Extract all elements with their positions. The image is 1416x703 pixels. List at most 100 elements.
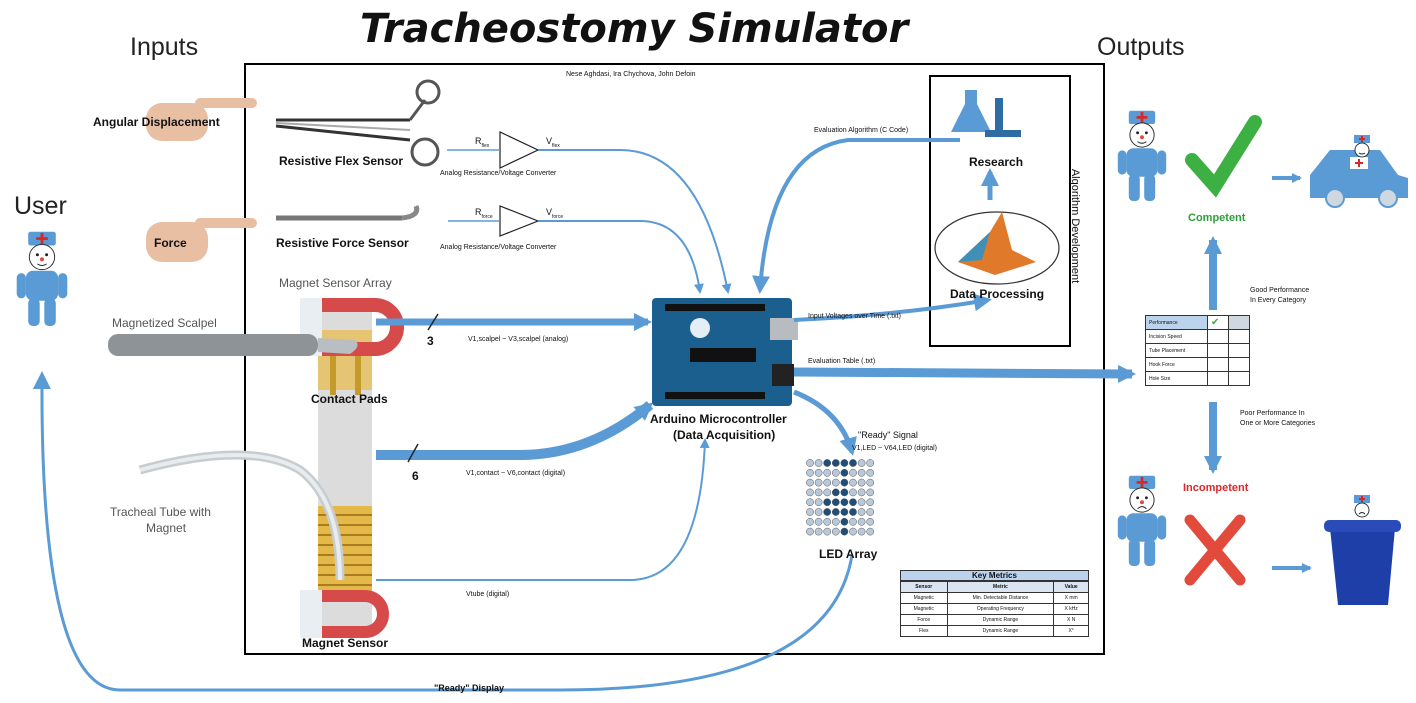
bus6-count: 6 xyxy=(412,469,419,483)
metrics-cell: Magnetic xyxy=(900,603,948,615)
led-dot xyxy=(831,508,840,516)
evaluation-criterion: Hook Force xyxy=(1145,357,1208,372)
led-dot xyxy=(823,488,832,497)
poor-performance-2: One or More Categories xyxy=(1240,420,1316,427)
led-dot xyxy=(866,527,875,536)
led-dot xyxy=(814,478,823,487)
converter-label-force: Analog Resistance/Voltage Converter xyxy=(440,244,557,251)
led-dot xyxy=(823,517,832,526)
led-dot xyxy=(806,498,814,507)
led-dot xyxy=(831,517,840,526)
metrics-cell: Min. Detectable Distance xyxy=(946,592,1055,604)
led-dot xyxy=(840,527,849,536)
metrics-cell: X N xyxy=(1053,614,1089,626)
force-sensor-icon xyxy=(276,205,420,221)
led-dot xyxy=(849,488,857,497)
arduino-label-1: Arduino Microcontroller xyxy=(650,412,787,426)
pointing-hand-icon xyxy=(146,218,257,262)
led-dot xyxy=(831,468,840,477)
evaluation-criterion: Incision Speed xyxy=(1145,329,1208,344)
led-dot xyxy=(840,478,849,487)
matlab-surface-icon xyxy=(958,212,1036,275)
user-heading: User xyxy=(14,192,67,220)
v-flex-label: Vflex xyxy=(546,136,560,149)
led-dot xyxy=(866,478,875,487)
metrics-column-header: Sensor xyxy=(900,581,948,593)
scalpel-icon xyxy=(108,334,358,356)
evaluation-row: Tube Placement xyxy=(1145,343,1250,358)
evaluation-cell xyxy=(1228,315,1250,330)
key-metrics-title: Key Metrics xyxy=(900,570,1089,581)
pointing-hand-icon xyxy=(146,98,257,141)
doctor-icon xyxy=(1117,110,1167,201)
led-dot xyxy=(806,527,814,536)
led-dot xyxy=(823,527,832,536)
tracheal-tube-label-2: Magnet xyxy=(146,521,187,535)
metrics-cell: X° xyxy=(1053,625,1089,637)
led-dot xyxy=(823,508,832,516)
competent-label: Competent xyxy=(1188,212,1246,224)
led-dot xyxy=(831,488,840,497)
led-dot xyxy=(806,508,814,516)
bus3-label: V1,scalpel ~ V3,scalpel (analog) xyxy=(468,336,569,343)
evaluation-cell xyxy=(1228,329,1250,344)
led-dot xyxy=(857,468,866,477)
bus3-count: 3 xyxy=(427,334,434,348)
metrics-cell: X kHz xyxy=(1053,603,1089,615)
led-array-label: LED Array xyxy=(819,547,878,561)
metrics-cell: X mm xyxy=(1053,592,1089,604)
metrics-cell: Magnetic xyxy=(900,592,948,604)
converter-triangle-flex xyxy=(499,131,540,169)
led-dot xyxy=(814,488,823,497)
led-dot xyxy=(806,517,814,526)
doctor-icon xyxy=(16,231,68,326)
good-performance-2: In Every Category xyxy=(1250,297,1307,304)
evaluation-row: Incision Speed xyxy=(1145,329,1250,344)
metrics-cell: Dynamic Range xyxy=(946,614,1055,626)
input-voltages-label: Input Voltages over Time (.txt) xyxy=(808,313,901,320)
evaluation-cell xyxy=(1207,357,1229,372)
doctor-icon xyxy=(1117,475,1167,566)
checkmark-icon: ✔ xyxy=(1207,315,1229,330)
tracheal-tube-label-1: Tracheal Tube with xyxy=(110,505,211,519)
tube-icon xyxy=(138,450,345,581)
checkmark-icon xyxy=(1185,115,1262,198)
led-dot xyxy=(831,478,840,487)
led-dot xyxy=(823,478,832,487)
evaluation-cell xyxy=(1228,371,1250,386)
led-dot xyxy=(840,459,849,467)
led-dot xyxy=(814,527,823,536)
metrics-cell: Dynamic Range xyxy=(946,625,1055,637)
led-dot xyxy=(831,459,840,467)
led-dot xyxy=(866,459,875,467)
force-label: Force xyxy=(154,236,187,250)
arduino-label-2: (Data Acquisition) xyxy=(673,428,776,442)
car-icon xyxy=(1310,150,1408,208)
contact-pads-label: Contact Pads xyxy=(311,392,388,406)
cross-icon xyxy=(1184,514,1246,586)
led-dot xyxy=(857,498,866,507)
magnet-icon xyxy=(300,590,389,638)
flask-microscope-icon xyxy=(951,90,1021,137)
led-dot xyxy=(857,478,866,487)
diagram-title: Tracheostomy Simulator xyxy=(360,6,909,52)
evaluation-row: Performance✔ xyxy=(1145,315,1250,330)
led-dot xyxy=(849,517,857,526)
magnet-array-label: Magnet Sensor Array xyxy=(279,276,392,290)
led-dot xyxy=(849,478,857,487)
led-dot xyxy=(814,517,823,526)
r-force-label: Rforce xyxy=(475,207,493,220)
angular-displacement-label: Angular Displacement xyxy=(93,115,220,129)
evaluation-cell xyxy=(1207,371,1229,386)
evaluation-row: Hook Force xyxy=(1145,357,1250,372)
incompetent-label: Incompetent xyxy=(1183,482,1249,494)
led-dot xyxy=(866,488,875,497)
evaluation-criterion: Tube Placement xyxy=(1145,343,1208,358)
good-performance-1: Good Performance xyxy=(1250,287,1310,294)
